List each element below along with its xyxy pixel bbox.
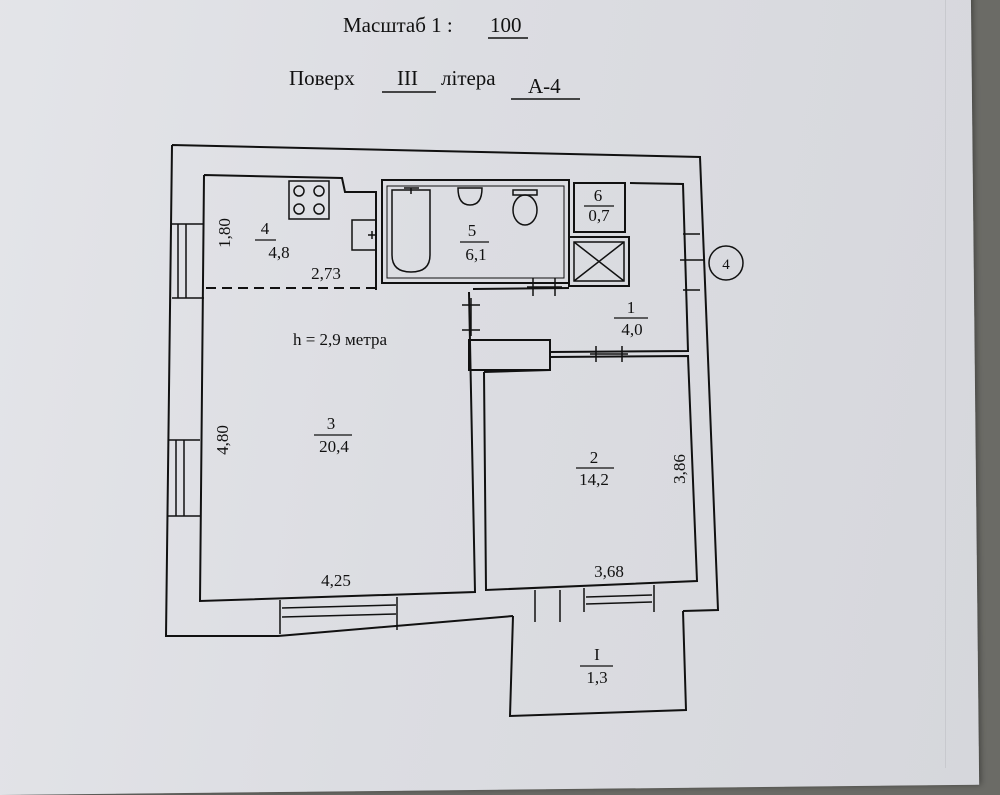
floor-value: III (397, 66, 418, 90)
hall-east-wall (549, 182, 690, 353)
room-3-number: 3 (327, 414, 336, 433)
partition (468, 339, 551, 371)
letter-label: літера (441, 66, 496, 90)
door-living (462, 298, 480, 336)
dim-kitchen-width: 2,73 (311, 264, 341, 283)
dim-bedroom-height: 3,86 (670, 454, 689, 484)
walls (164, 144, 720, 718)
window-living (168, 439, 200, 517)
wc-walls (573, 182, 626, 233)
bathroom-inner (386, 185, 565, 279)
dim-living-width: 4,25 (321, 571, 351, 590)
window-living-south (279, 597, 398, 634)
room-5-area: 6,1 (465, 245, 486, 264)
window-hall (683, 233, 700, 291)
door-bathroom (527, 278, 562, 296)
room-5-number: 5 (468, 221, 477, 240)
inner-wall-west (198, 174, 477, 603)
stove-burner-icon (293, 203, 305, 215)
fixtures (288, 180, 744, 282)
stove-burner-icon (293, 185, 305, 197)
balcony-number: I (594, 645, 600, 664)
room-1-number: 1 (627, 298, 636, 317)
room-1-area: 4,0 (621, 320, 642, 339)
dim-bedroom-width: 3,68 (594, 562, 624, 581)
room-2-number: 2 (590, 448, 599, 467)
bathroom-walls (381, 179, 570, 284)
floor-plan: Масштаб 1 : 100 Поверх III літера А-4 (164, 13, 744, 718)
shower-tray-icon (573, 241, 625, 282)
room-labels: 4 4,8 5 6,1 6 0,7 1 4,0 3 20,4 2 14,2 I … (255, 186, 648, 687)
balcony-door (534, 590, 561, 622)
window-bedroom (583, 585, 655, 612)
room-4-area: 4,8 (268, 243, 289, 262)
balcony-area: 1,3 (586, 668, 607, 687)
scale-value: 100 (490, 13, 522, 37)
axis-circle-icon (708, 245, 744, 281)
dimensions: 1,80 2,73 4,80 4,25 3,68 3,86 (213, 218, 689, 590)
stove-burner-icon (313, 203, 325, 215)
floor-label: Поверх (289, 66, 355, 90)
dim-living-height: 4,80 (213, 425, 232, 455)
shower-walls (568, 236, 630, 287)
door-bedroom (590, 346, 628, 362)
bathtub-icon (391, 189, 431, 273)
toilet-icon (512, 194, 538, 226)
bedroom-walls (483, 354, 699, 592)
door-marks (462, 259, 705, 362)
ceiling-height-note: h = 2,9 метра (293, 330, 388, 349)
washbasin-icon (457, 187, 483, 206)
stove-burner-icon (313, 185, 325, 197)
bath-tap-icon (404, 187, 419, 194)
stove-icon (288, 180, 330, 220)
tap-icon (368, 231, 376, 239)
paper-edge (945, 0, 946, 768)
room-6-area: 0,7 (588, 206, 610, 225)
axis-marker-label: 4 (722, 257, 730, 273)
letter-value: А-4 (528, 74, 561, 98)
room-2-area: 14,2 (579, 470, 609, 489)
room-4-number: 4 (261, 219, 270, 238)
dim-kitchen-height: 1,80 (215, 218, 234, 248)
window-kitchen (172, 223, 204, 299)
room-3-area: 20,4 (319, 437, 349, 456)
windows (168, 223, 700, 634)
hall-north-wall (472, 287, 570, 290)
balcony-walls (508, 610, 688, 718)
shower-cross-icon (573, 241, 625, 282)
outer-wall (164, 144, 720, 637)
room-6-number: 6 (594, 186, 603, 205)
scale-label: Масштаб 1 : (343, 13, 453, 37)
